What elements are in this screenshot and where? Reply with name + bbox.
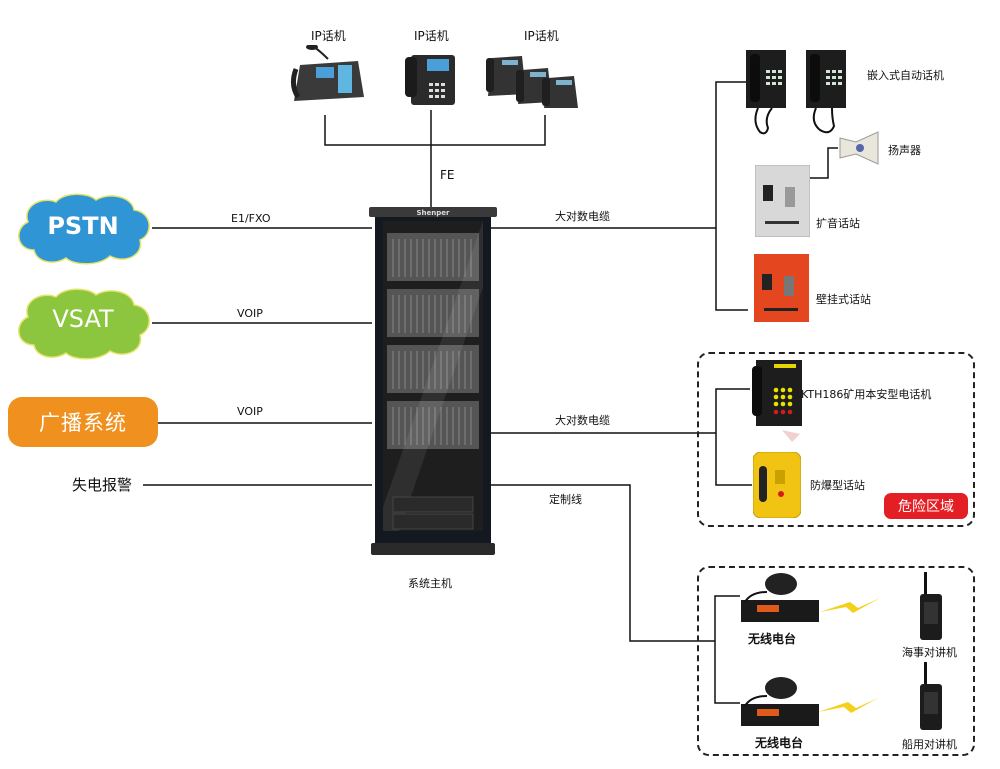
walkie-talkie-icon bbox=[920, 662, 942, 730]
radio-zone-box bbox=[697, 566, 975, 756]
danger-zone-badge: 危险区域 bbox=[884, 493, 968, 519]
walkie-talkie-icon bbox=[920, 572, 942, 640]
radio-station-icon bbox=[741, 573, 819, 622]
ip-phone-bus bbox=[324, 115, 546, 146]
link-custom-line bbox=[490, 484, 715, 642]
walkie-talkie-label: 海事对讲机 bbox=[902, 646, 957, 659]
rack-brand: Shenper bbox=[417, 209, 451, 217]
custom-line-label: 定制线 bbox=[549, 493, 582, 506]
radio-station-icon bbox=[741, 677, 819, 726]
vsat-link-label: VOIP bbox=[237, 307, 263, 320]
ip-phone-group-icon bbox=[486, 56, 578, 108]
system-host-rack-icon: Shenper bbox=[369, 207, 497, 555]
ip-phone-label: IP话机 bbox=[524, 29, 559, 43]
explosion-proof-station-icon bbox=[753, 452, 801, 518]
ip-phone-label: IP话机 bbox=[414, 29, 449, 43]
wireless-signal-icon bbox=[820, 598, 880, 613]
embedded-phone-label: 嵌入式自动话机 bbox=[867, 69, 944, 82]
bus-danger-devices bbox=[715, 388, 752, 486]
broadcast-system-box: 广播系统 bbox=[8, 397, 158, 447]
speaker-icon bbox=[839, 131, 879, 165]
embedded-phone-icon bbox=[746, 50, 786, 135]
mining-phone-label: KTH186矿用本安型电话机 bbox=[801, 388, 932, 401]
power-alarm-label: 失电报警 bbox=[72, 476, 133, 494]
wireless-signal-icon bbox=[818, 698, 878, 713]
broadcast-link-label: VOIP bbox=[237, 405, 263, 418]
fe-link-label: FE bbox=[440, 168, 455, 182]
bus-radio bbox=[714, 595, 740, 704]
loudspeaker-station-label: 扩音话站 bbox=[816, 217, 860, 230]
pstn-link-label: E1/FXO bbox=[231, 212, 271, 225]
ip-phone-icon bbox=[290, 45, 364, 101]
wall-station-label: 壁挂式话站 bbox=[816, 293, 871, 306]
danger-zone-box bbox=[697, 352, 975, 527]
broadcast-system-label: 广播系统 bbox=[39, 411, 127, 435]
radio-station-label: 无线电台 bbox=[755, 736, 804, 750]
embedded-phone-icon bbox=[806, 50, 846, 134]
walkie-talkie-label: 船用对讲机 bbox=[902, 738, 957, 751]
explosion-proof-station-label: 防爆型话站 bbox=[810, 479, 865, 492]
mining-phone-icon bbox=[752, 360, 802, 442]
ip-phone-icon bbox=[405, 55, 455, 105]
system-host-label: 系统主机 bbox=[408, 577, 452, 590]
pstn-label: PSTN bbox=[47, 212, 119, 240]
speaker-label: 扬声器 bbox=[888, 144, 921, 157]
loudspeaker-station-icon bbox=[755, 165, 810, 237]
ip-phone-label: IP话机 bbox=[311, 29, 346, 43]
bus-top-devices bbox=[715, 81, 748, 311]
cable-2-label: 大对数电缆 bbox=[555, 414, 610, 427]
cable-1-label: 大对数电缆 bbox=[555, 210, 610, 223]
radio-station-label: 无线电台 bbox=[748, 632, 797, 646]
wall-station-icon bbox=[754, 254, 809, 322]
pstn-cloud bbox=[18, 193, 150, 265]
danger-zone-label: 危险区域 bbox=[898, 499, 954, 515]
speaker-link bbox=[810, 147, 838, 179]
vsat-cloud bbox=[18, 288, 150, 360]
vsat-label: VSAT bbox=[52, 305, 114, 333]
